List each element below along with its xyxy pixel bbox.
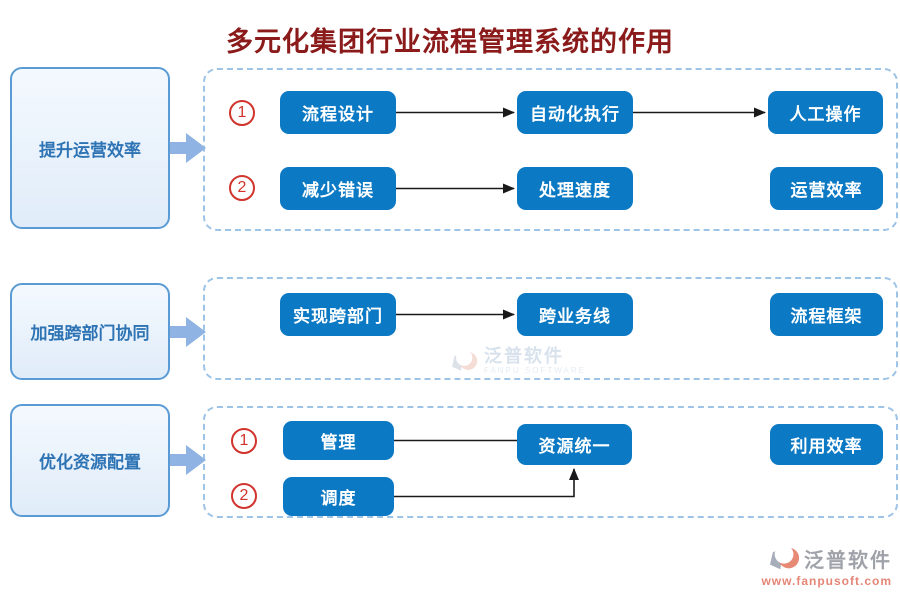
step-badge-1: 1 bbox=[229, 100, 255, 126]
node-cross-business-line: 跨业务线 bbox=[517, 293, 633, 336]
watermark: 泛普软件 FANPU SOFTWARE bbox=[452, 347, 586, 375]
footer-website: www.fanpusoft.com bbox=[761, 574, 892, 588]
node-manual-operation: 人工操作 bbox=[768, 91, 883, 134]
node-reduce-errors: 减少错误 bbox=[280, 167, 396, 210]
node-processing-speed: 处理速度 bbox=[517, 167, 633, 210]
right-block-arrow-icon bbox=[167, 133, 206, 163]
node-management: 管理 bbox=[283, 421, 394, 460]
node-scheduling: 调度 bbox=[283, 477, 394, 516]
right-block-arrow-icon bbox=[167, 445, 206, 475]
watermark-brand: 泛普软件 bbox=[484, 346, 564, 366]
node-process-framework: 流程框架 bbox=[770, 293, 883, 336]
node-cross-department: 实现跨部门 bbox=[280, 293, 396, 336]
node-process-design: 流程设计 bbox=[280, 91, 396, 134]
node-automated-execution: 自动化执行 bbox=[517, 91, 633, 134]
node-utilization-efficiency: 利用效率 bbox=[770, 424, 883, 465]
category-improve-efficiency: 提升运营效率 bbox=[10, 67, 170, 229]
page-title: 多元化集团行业流程管理系统的作用 bbox=[226, 27, 674, 57]
right-block-arrow-icon bbox=[167, 317, 206, 347]
step-badge-1: 1 bbox=[231, 428, 257, 454]
node-operational-efficiency: 运营效率 bbox=[770, 167, 883, 210]
watermark-subtitle: FANPU SOFTWARE bbox=[484, 366, 586, 375]
fanpu-logo-icon bbox=[452, 349, 478, 371]
node-resource-unification: 资源统一 bbox=[517, 424, 632, 465]
footer-brand-name: 泛普软件 bbox=[804, 549, 892, 572]
fanpu-logo-icon bbox=[770, 544, 800, 570]
step-badge-2: 2 bbox=[229, 175, 255, 201]
category-optimize-resources: 优化资源配置 bbox=[10, 404, 170, 517]
step-badge-2: 2 bbox=[231, 483, 257, 509]
footer-brand: 泛普软件 www.fanpusoft.com bbox=[742, 543, 892, 588]
category-cross-department: 加强跨部门协同 bbox=[10, 283, 170, 380]
